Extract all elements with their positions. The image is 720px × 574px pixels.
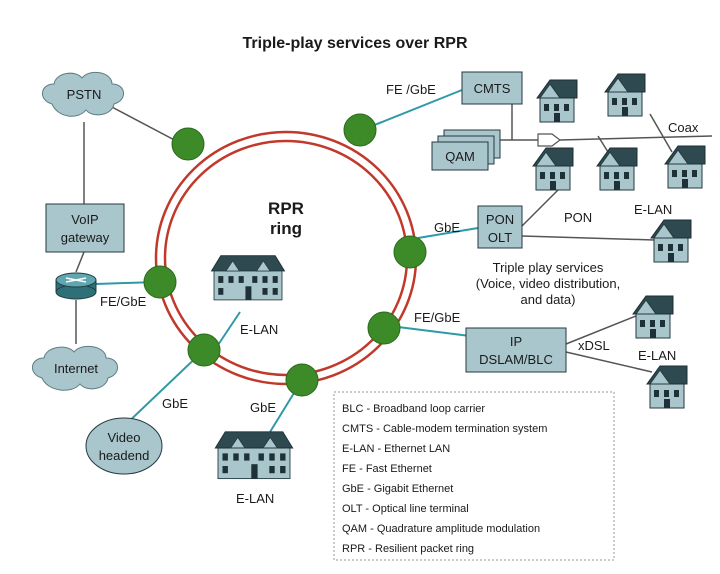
pstn-link [109,105,183,145]
legend-item: RPR - Resilient packet ring [342,543,474,555]
ring-label-line2: ring [270,219,302,238]
internet-label: Internet [54,361,98,376]
ring-node-video [187,333,221,367]
house-icon-6 [650,219,692,263]
ip-dslam-box [465,327,567,373]
pon-olt-box [477,205,523,249]
pon-olt-label-line2: OLT [488,230,512,245]
legend-item: FE - Fast Ethernet [342,463,432,475]
coax-label: Coax [668,120,699,135]
coax-drop-2 [649,113,673,153]
gbe-bottom-label: GbE [250,400,276,415]
pstn-cloud-icon [42,71,124,117]
ring-node-pstn [171,127,205,161]
cmts-ring-link [361,89,463,131]
fe-gbe-router-label: FE/GbE [100,294,147,309]
elan-bottom-label: E-LAN [236,491,274,506]
voip-label-line2: gateway [61,230,110,245]
pstn-label: PSTN [67,87,102,102]
elan-right-label: E-LAN [634,202,672,217]
house-icon-5 [664,145,706,189]
xdsl-link-1 [565,315,637,345]
voip-router-link [75,251,85,273]
legend-item: E-LAN - Ethernet LAN [342,443,450,455]
pon-label: PON [564,210,592,225]
coax-main-line [559,135,713,141]
ring-node-dslam [367,311,401,345]
ring-nodes [143,113,427,397]
pon-home-link [521,235,655,241]
legend-box [333,391,615,561]
triple-play-line3: and data) [521,292,576,307]
qam-box-front [431,141,489,171]
internet-cloud-icon [32,345,118,391]
voip-gateway-box [45,203,125,253]
xdsl-label: xDSL [578,338,610,353]
gbe-pon-label: GbE [434,220,460,235]
legend-item: OLT - Optical line terminal [342,503,469,515]
ring-label-line1: RPR [268,199,304,218]
legend-item: BLC - Broadband loop carrier [342,403,485,415]
triple-play-line1: Triple play services [493,260,604,275]
elan-bottom-building-icon [214,431,294,480]
video-headend-ellipse [85,417,163,475]
voip-label-line1: VoIP [71,212,98,227]
house-icon-1 [536,79,578,123]
legend-item: QAM - Quadrature amplitude modulation [342,523,540,535]
video-ring-link [121,349,205,429]
house-icon-7 [632,295,674,339]
elan-inner-label: E-LAN [240,322,278,337]
video-label-line2: headend [99,448,150,463]
ring-node-router [143,265,177,299]
house-icon-3 [532,147,574,191]
xdsl-link-2 [565,351,653,373]
legend: BLC - Broadband loop carrier CMTS - Cabl… [342,403,547,555]
legend-item: CMTS - Cable-modem termination system [342,423,547,435]
pon-ring-link [417,227,479,239]
gbe-video-label: GbE [162,396,188,411]
house-icon-8 [646,365,688,409]
ring-node-elan-bottom [285,363,319,397]
house-icon-4 [596,147,638,191]
diagram-title: Triple-play services over RPR [243,35,468,52]
cmts-box [461,71,523,105]
ip-dslam-label-line2: DSLAM/BLC [479,352,553,367]
legend-item: GbE - Gigabit Ethernet [342,483,453,495]
triple-play-line2: (Voice, video distribution, [476,276,621,291]
coax-splitter-icon [537,133,561,147]
house-icon-2 [604,73,646,117]
elan-inner-link [215,311,241,349]
router-icon [55,272,97,300]
qam-label: QAM [445,149,475,164]
ring-node-pon [393,235,427,269]
connection-lines [75,89,713,433]
dslam-ring-link [389,325,471,337]
fe-gbe-dslam-label: FE/GbE [414,310,461,325]
fe-gbe-cmts-label: FE /GbE [386,82,436,97]
ip-dslam-label-line1: IP [510,334,522,349]
cmts-label: CMTS [474,81,511,96]
video-label-line1: Video [107,430,140,445]
elan-inner-building-icon [211,255,285,301]
elan-dslam-label: E-LAN [638,348,676,363]
pon-olt-label-line1: PON [486,212,514,227]
ring-node-cmts [343,113,377,147]
